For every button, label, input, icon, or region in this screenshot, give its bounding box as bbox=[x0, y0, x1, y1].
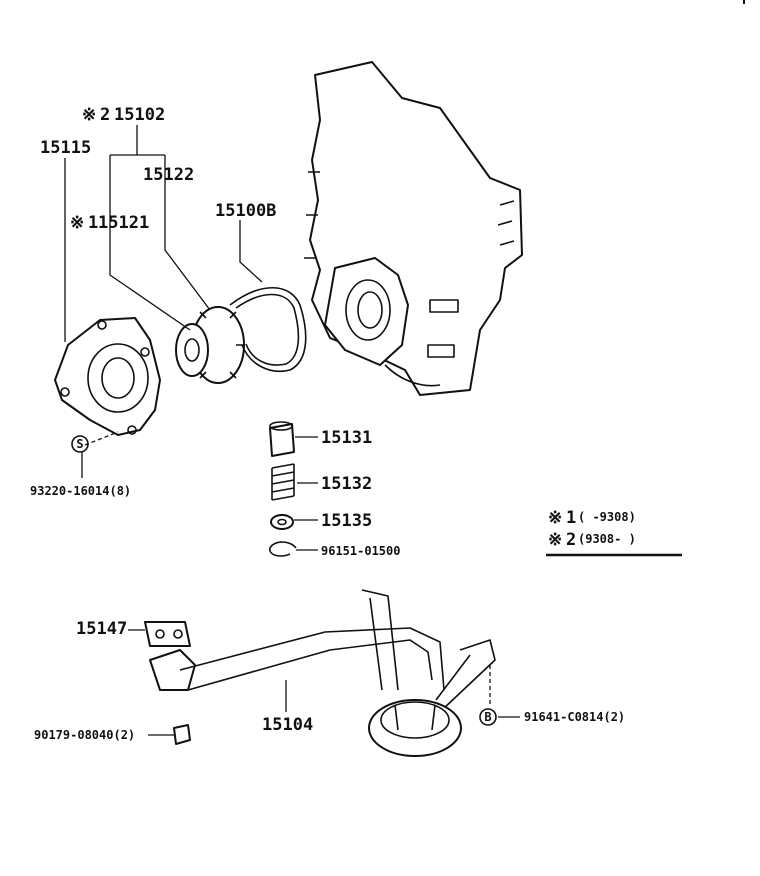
legend-mark-2: ※ bbox=[548, 530, 562, 550]
label-96151-01500: 96151-01500 bbox=[321, 544, 400, 558]
engine-block bbox=[304, 61, 523, 396]
relief-valve-retainer bbox=[270, 514, 294, 530]
oil-pump-body bbox=[54, 317, 161, 436]
ref-mark-2: ※ bbox=[82, 105, 96, 125]
bolt-s-letter: S bbox=[76, 437, 83, 451]
ref-number-2: 2 bbox=[100, 105, 110, 125]
snap-ring bbox=[269, 541, 297, 557]
pump-rotors bbox=[175, 306, 245, 384]
legend-range-2: (9308- ) bbox=[578, 532, 636, 546]
bolt-b-symbol: B bbox=[479, 708, 497, 726]
label-91641-c0814: 91641-C0814(2) bbox=[524, 710, 625, 724]
legend-box: ※ 1 ( -9308) ※ 2 (9308- ) bbox=[546, 508, 682, 557]
label-93220-16014: 93220-16014(8) bbox=[30, 484, 131, 498]
leader-lines bbox=[64, 125, 520, 736]
legend-ref-1: 1 bbox=[566, 508, 576, 528]
oil-strainer bbox=[149, 589, 496, 757]
label-15132: 15132 bbox=[321, 474, 372, 494]
bolt-b-letter: B bbox=[484, 710, 491, 724]
legend-ref-2: 2 bbox=[566, 530, 576, 550]
pump-gasket-inner bbox=[235, 293, 300, 366]
label-15115: 15115 bbox=[40, 138, 91, 158]
label-15147: 15147 bbox=[76, 619, 127, 639]
relief-valve-piston bbox=[269, 421, 295, 457]
label-15102: 15102 bbox=[114, 105, 165, 125]
strainer-nut bbox=[173, 724, 191, 745]
relief-valve-spring bbox=[271, 463, 295, 501]
legend-range-1: ( -9308) bbox=[578, 510, 636, 524]
pump-gasket bbox=[229, 286, 307, 372]
label-90179-08040: 90179-08040(2) bbox=[34, 728, 135, 742]
label-15131: 15131 bbox=[321, 428, 372, 448]
ref-number-1: 1 bbox=[88, 213, 98, 233]
label-15104: 15104 bbox=[262, 715, 313, 735]
label-15121: 15121 bbox=[98, 213, 149, 233]
label-15122: 15122 bbox=[143, 165, 194, 185]
strainer-gasket bbox=[144, 621, 191, 647]
ref-mark-1: ※ bbox=[70, 213, 84, 233]
legend-mark-1: ※ bbox=[548, 508, 562, 528]
label-15100b: 15100B bbox=[215, 201, 276, 221]
label-15135: 15135 bbox=[321, 511, 372, 531]
bolt-s-symbol: S bbox=[71, 435, 89, 453]
